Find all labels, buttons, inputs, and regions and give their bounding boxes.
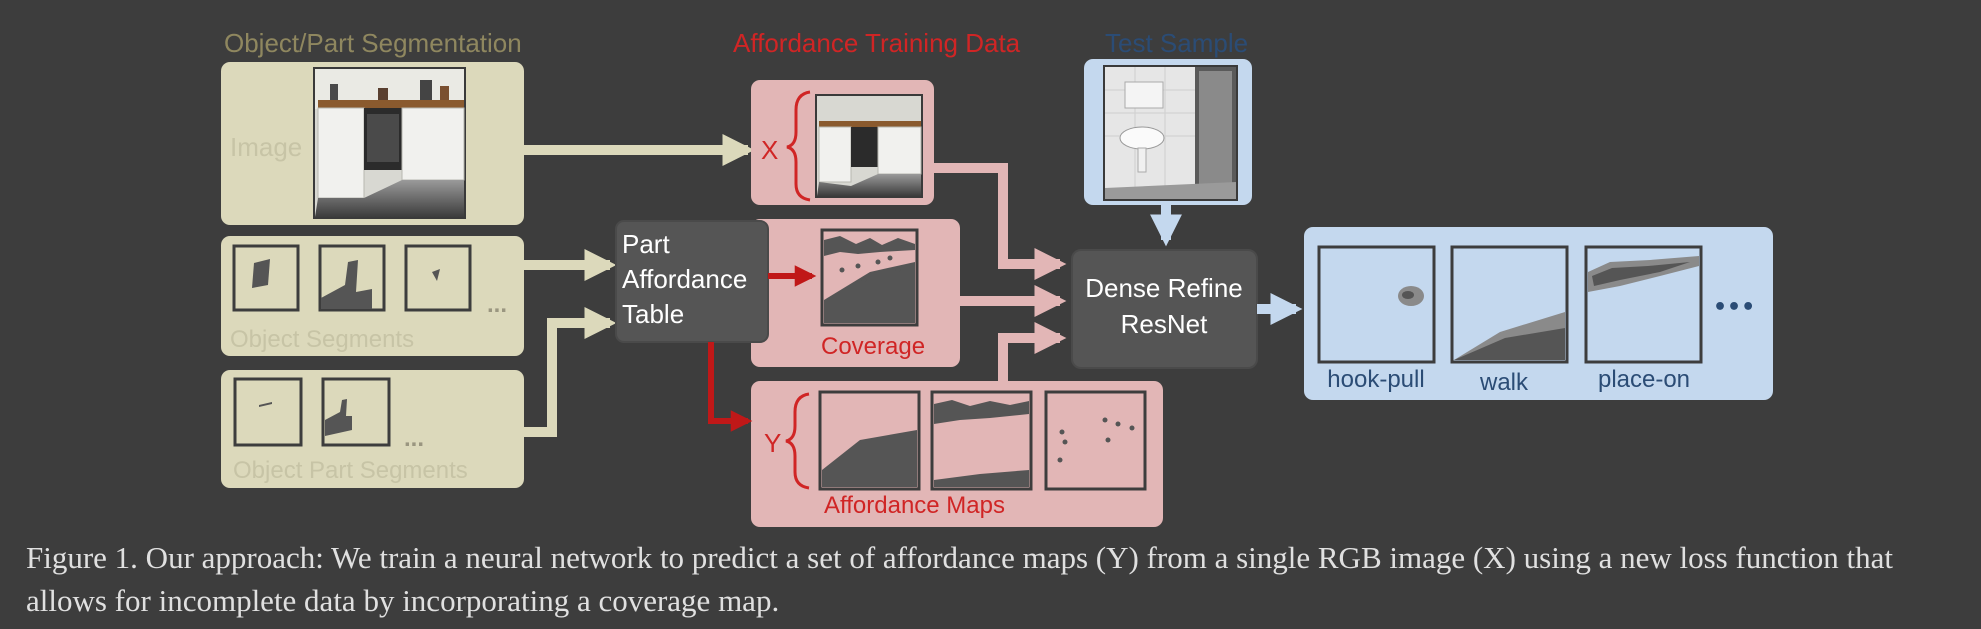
y-to-resnet-arrow bbox=[998, 321, 1067, 381]
part-segments-to-table-arrow bbox=[524, 306, 617, 437]
bathroom-image bbox=[1103, 65, 1238, 201]
coverage-map bbox=[820, 228, 919, 327]
x-kitchen-image bbox=[815, 94, 923, 198]
output-label-walk: walk bbox=[1479, 369, 1529, 396]
output-hook-pull-map bbox=[1317, 245, 1436, 364]
x-to-resnet-arrow bbox=[934, 163, 1067, 281]
part-table-label-line1: Part bbox=[622, 229, 670, 259]
y-label: Y bbox=[764, 428, 781, 458]
object-segments-label: Object Segments bbox=[230, 326, 414, 353]
x-label: X bbox=[761, 135, 778, 165]
part-table-label-line3: Table bbox=[622, 299, 684, 329]
object-part-segments-label: Object Part Segments bbox=[233, 457, 468, 484]
y-brace bbox=[785, 392, 810, 490]
training-title: Affordance Training Data bbox=[733, 28, 1021, 58]
affordance-maps-label: Affordance Maps bbox=[824, 492, 1005, 519]
kitchen-image bbox=[313, 67, 466, 219]
part-table-label-line2: Affordance bbox=[622, 264, 747, 294]
image-label: Image bbox=[230, 132, 302, 162]
output-ellipsis: ••• bbox=[1713, 295, 1755, 320]
coverage-label: Coverage bbox=[821, 333, 925, 360]
affordance-map-thumbnails bbox=[818, 390, 1147, 491]
output-label-place-on: place-on bbox=[1598, 366, 1690, 393]
output-place-on-map bbox=[1584, 245, 1703, 364]
figure-caption: Figure 1. Our approach: We train a neura… bbox=[26, 540, 1894, 618]
segmentation-title: Object/Part Segmentation bbox=[224, 28, 522, 58]
resnet-label-line1: Dense Refine bbox=[1085, 273, 1243, 303]
object-segments-ellipsis: ... bbox=[487, 291, 507, 318]
x-brace bbox=[786, 90, 811, 202]
object-segment-thumbnails bbox=[232, 244, 472, 312]
object-part-segment-thumbnails bbox=[233, 377, 391, 447]
output-label-hook-pull: hook-pull bbox=[1327, 366, 1424, 393]
object-part-segments-ellipsis: ... bbox=[404, 425, 424, 452]
resnet-label-line2: ResNet bbox=[1121, 309, 1208, 339]
part-affordance-table-box bbox=[615, 220, 769, 343]
test-title: Test Sample bbox=[1105, 28, 1248, 58]
output-walk-map bbox=[1450, 245, 1569, 364]
table-to-y-arrow bbox=[708, 342, 753, 432]
